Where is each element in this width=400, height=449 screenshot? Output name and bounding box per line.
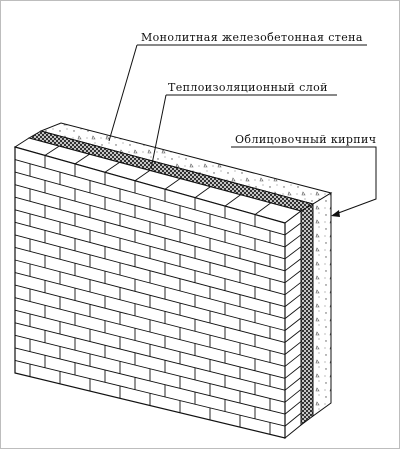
top-brick-joint <box>74 153 90 165</box>
mortar-bed-joint <box>14 259 286 331</box>
side-bed-joint <box>284 246 302 260</box>
concrete-wall-side <box>312 192 332 417</box>
top-brick-joints <box>44 145 272 215</box>
side-bed-joint <box>284 293 302 307</box>
side-bed-joint <box>284 281 302 296</box>
top-brick-joint <box>134 170 151 182</box>
side-bed-joint <box>284 365 302 379</box>
insulation-side <box>300 203 314 426</box>
top-brick-joint <box>104 161 120 173</box>
side-bed-joint <box>284 353 302 367</box>
leader-monolithic-wall-pointer <box>108 44 138 142</box>
side-bed-joint <box>284 329 302 343</box>
leader-facing-brick <box>231 146 377 216</box>
label-insulation-layer: Теплоизоляционный слой <box>168 81 328 94</box>
top-brick-joint <box>44 145 60 156</box>
leader-insulation-layer-pointer <box>150 94 167 170</box>
facing-brick-wall <box>13 137 303 440</box>
top-brick-joint <box>194 186 211 199</box>
side-bed-joint <box>284 222 302 236</box>
side-bed-joint <box>284 234 302 248</box>
brick-courses <box>14 155 302 435</box>
top-brick-joint <box>254 202 272 215</box>
side-bed-joint <box>284 377 302 391</box>
side-bed-joint <box>284 400 302 415</box>
top-brick-joint <box>224 194 241 207</box>
side-bed-joint <box>284 412 302 427</box>
side-bed-joint <box>284 258 302 272</box>
side-bed-joint <box>284 317 302 331</box>
label-monolithic-wall: Монолитная железобетонная стена <box>141 31 363 44</box>
side-bed-joint <box>284 388 302 403</box>
side-bed-joint <box>284 341 302 355</box>
top-brick-joint <box>164 178 181 190</box>
side-bed-joint <box>284 270 302 284</box>
label-facing-brick: Облицовочный кирпич <box>235 133 376 146</box>
leader-facing-brick-arrow <box>331 210 340 217</box>
side-bed-joint <box>284 305 302 319</box>
